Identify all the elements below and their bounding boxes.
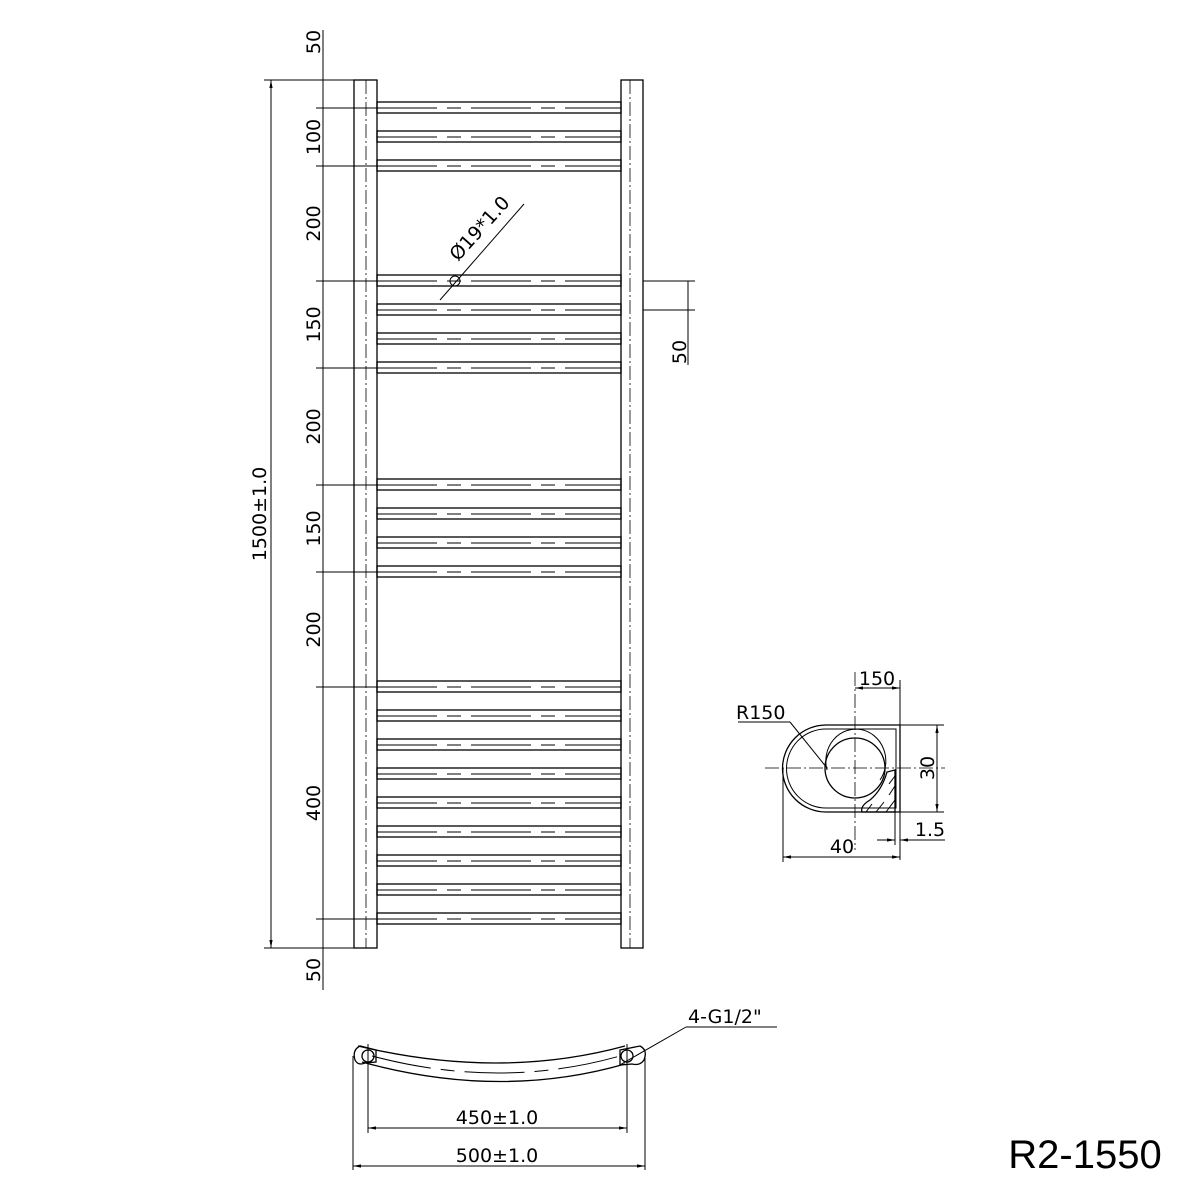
towel-bar	[376, 507, 622, 520]
offset-dimension: 50	[643, 280, 695, 365]
towel-bar	[376, 738, 622, 751]
overall-width-label: 500±1.0	[456, 1145, 538, 1167]
offset-label: 50	[669, 340, 691, 364]
towel-bar	[376, 101, 622, 114]
overall-height-label: 1500±1.0	[249, 467, 271, 562]
towel-bar	[376, 854, 622, 867]
spacing-label: 200	[303, 205, 325, 241]
spacing-label: 400	[303, 785, 325, 821]
towel-bars	[376, 101, 622, 925]
wall-label: 1.5	[915, 819, 945, 841]
towel-bar	[376, 680, 622, 693]
spacing-label: 50	[303, 958, 325, 982]
towel-bar	[376, 130, 622, 143]
section-view: R150 150 30 1.5 40	[736, 668, 945, 862]
connection-label: 4-G1/2"	[688, 1006, 762, 1028]
top-width-label: 150	[859, 668, 895, 690]
spacing-label: 150	[303, 306, 325, 342]
spacing-label: 50	[303, 30, 325, 54]
spacing-label: 150	[303, 510, 325, 546]
overall-height-dimension: 1500±1.0	[249, 79, 354, 949]
spacing-label: 200	[303, 408, 325, 444]
height-label: 30	[917, 756, 939, 780]
towel-bar	[376, 303, 622, 316]
spacing-dimensions: 50 100 200 150 200 150 200 400 50	[303, 30, 377, 990]
towel-bar	[376, 536, 622, 549]
center-width-label: 450±1.0	[456, 1107, 538, 1129]
towel-bar	[376, 274, 622, 287]
left-rail	[353, 79, 378, 949]
towel-bar	[376, 709, 622, 722]
towel-bar	[376, 796, 622, 809]
towel-bar	[376, 478, 622, 491]
towel-bar	[376, 767, 622, 780]
towel-bar	[376, 565, 622, 578]
right-rail	[620, 79, 644, 949]
towel-bar	[376, 332, 622, 345]
bottom-view: 450±1.0 500±1.0 4-G1/2"	[352, 1006, 777, 1170]
radius-label: R150	[736, 702, 785, 724]
towel-bar	[376, 825, 622, 838]
towel-bar	[376, 912, 622, 925]
spacing-label: 200	[303, 611, 325, 647]
model-title: R2-1550	[1008, 1133, 1161, 1177]
tube-spec-callout: Ø19*1.0	[439, 192, 525, 301]
width-label: 40	[830, 836, 854, 858]
towel-bar	[376, 883, 622, 896]
towel-bar	[376, 159, 622, 172]
towel-bar	[376, 361, 622, 374]
spacing-label: 100	[303, 119, 325, 155]
